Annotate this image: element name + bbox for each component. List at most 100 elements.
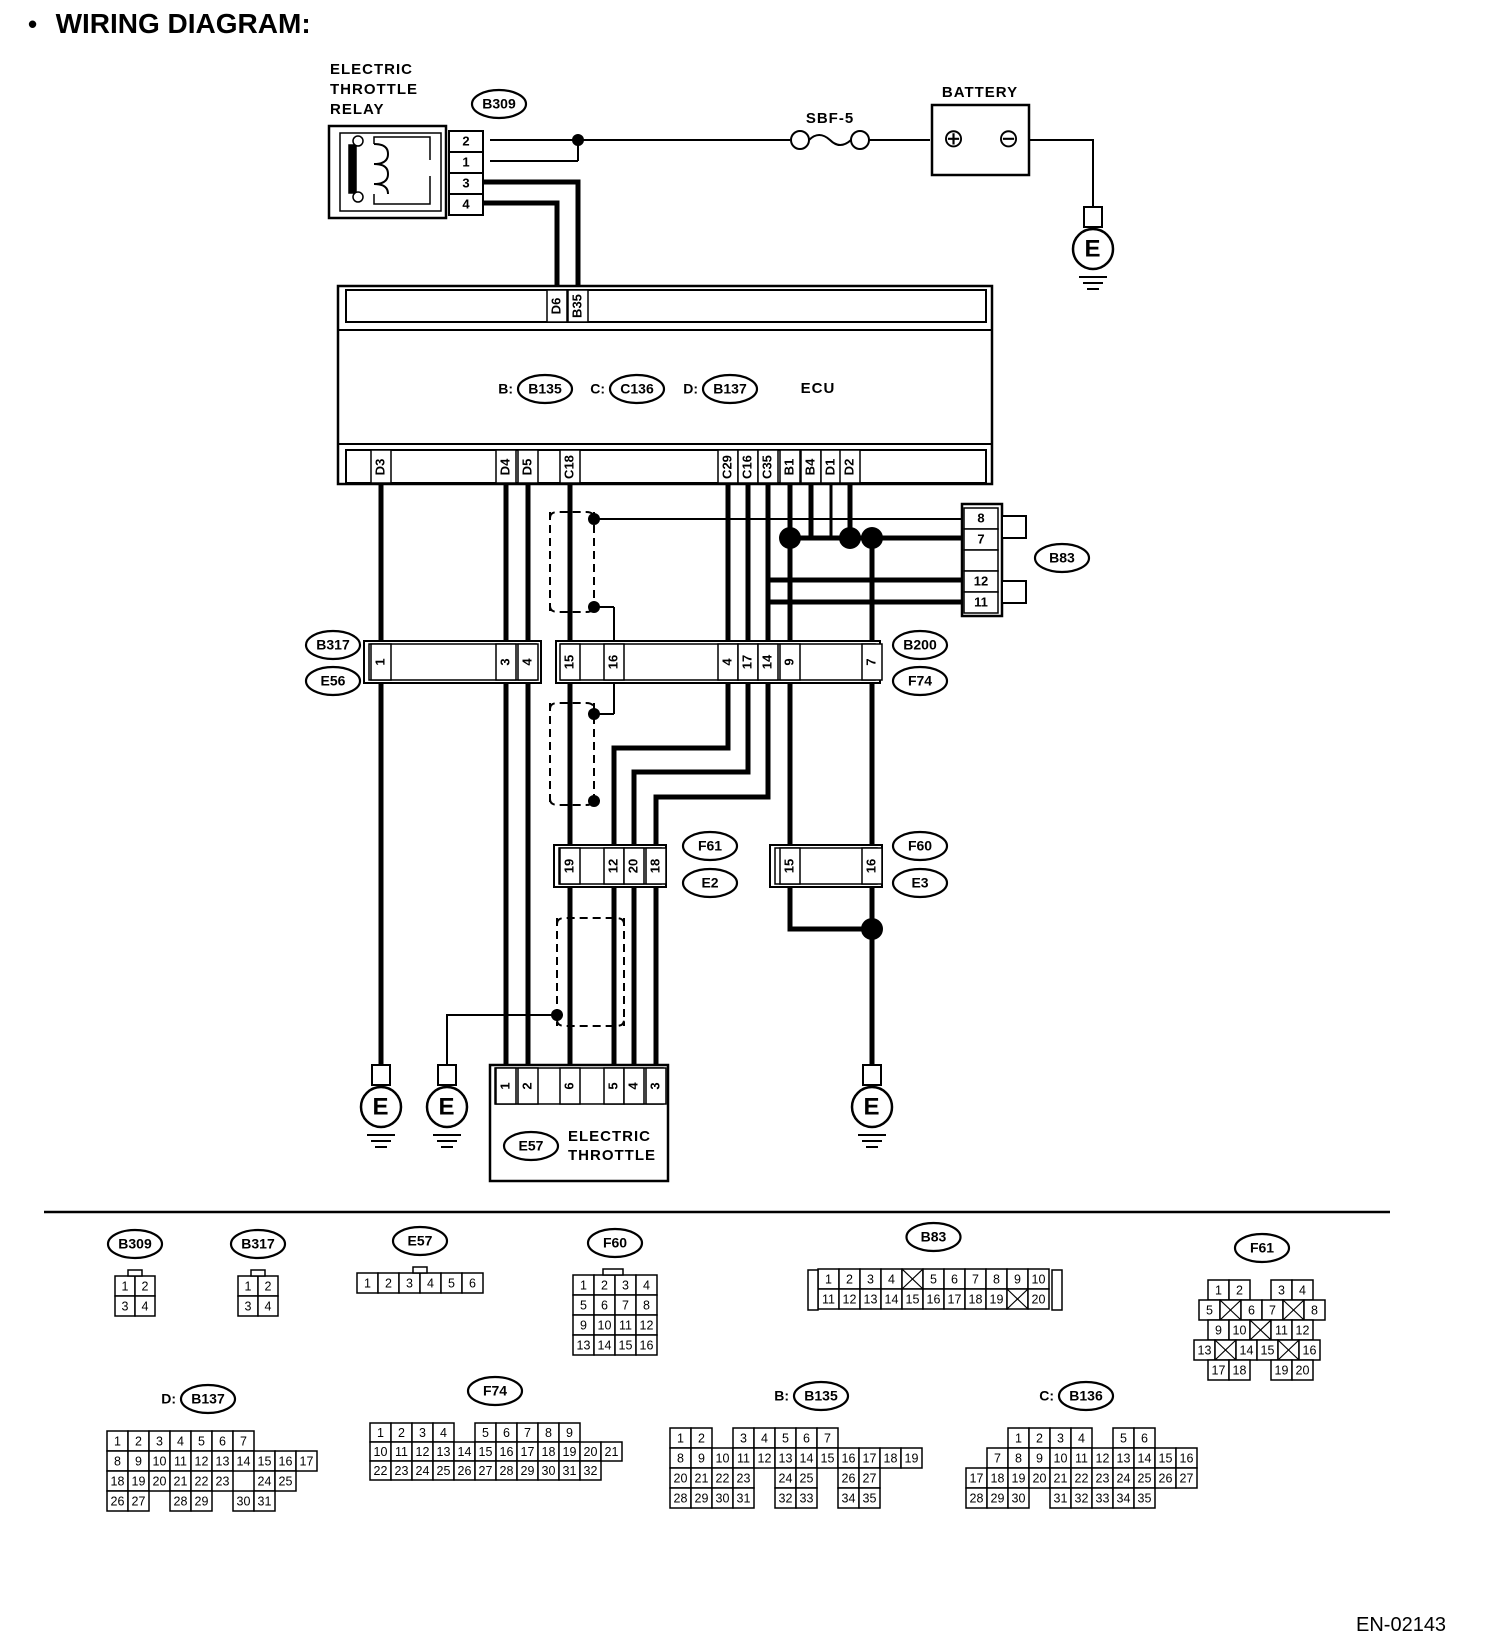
connector-pin-cell [559, 643, 581, 681]
view-pin-number: 13 [1198, 1343, 1212, 1357]
battery-minus-terminal: ⊖ [998, 123, 1021, 153]
connector-ref-b309: B309 [470, 88, 528, 120]
ecu-pin-cell [839, 449, 861, 484]
wire [631, 683, 751, 845]
connector-ref-e56: E56 [304, 665, 362, 697]
view-pin-number: 25 [437, 1464, 451, 1478]
relay-wire [373, 136, 431, 160]
connector-pin-number: 4 [519, 658, 534, 666]
connector-ref-b200: B200 [891, 629, 949, 661]
connector-ref-oval [1233, 1232, 1291, 1264]
ecu-label: ECU [801, 380, 836, 397]
ecu-pin-label: B1 [781, 459, 796, 476]
bullet: • [28, 9, 38, 39]
view-pin-number: 24 [779, 1471, 793, 1485]
connector-ref-oval [891, 665, 949, 697]
connector-ref-f61: F61 [681, 830, 739, 862]
ecu-pin-cell [517, 449, 539, 484]
throttle-pin-number: 2 [519, 1082, 534, 1089]
view-pin-number: 12 [640, 1318, 654, 1332]
relay-terminal [352, 135, 364, 147]
view-cell [900, 1447, 923, 1469]
connector-ref-text: F60 [603, 1235, 627, 1251]
view-pin-number: 28 [674, 1491, 688, 1505]
view-pin-number: 23 [737, 1471, 751, 1485]
view-pin-number: 35 [1138, 1491, 1152, 1505]
fuse-terminal [850, 130, 870, 150]
view-pin-number: 19 [132, 1474, 146, 1488]
view-pin-number: 15 [821, 1451, 835, 1465]
ecu-pin-label: D3 [372, 459, 387, 476]
view-pin-number: 20 [674, 1471, 688, 1485]
view-pin-number: 2 [601, 1278, 608, 1292]
view-pin-number: 31 [563, 1464, 577, 1478]
relay-label-line: RELAY [330, 101, 384, 118]
connector-ref-text: E2 [701, 875, 718, 891]
view-pin-number: 1 [377, 1426, 384, 1440]
view-pin-number: 30 [1012, 1491, 1026, 1505]
connector-pin-cell [779, 643, 801, 681]
view-cell [134, 1295, 156, 1317]
view-pin-number: 4 [643, 1278, 650, 1292]
view-pin-number: 4 [1299, 1283, 1306, 1297]
connector-ref-oval [905, 1221, 962, 1253]
view-pin-number: 18 [1233, 1363, 1247, 1377]
view-pin-number: 3 [122, 1299, 129, 1313]
connector-ref-oval [891, 629, 949, 661]
connector-ref-oval [304, 665, 362, 697]
connector-ref-text: F74 [908, 673, 932, 689]
view-pin-number: 16 [279, 1454, 293, 1468]
view-pin-number: 12 [195, 1454, 209, 1468]
view-pin-number: 31 [258, 1494, 272, 1508]
connector-pin-number: 18 [647, 859, 662, 873]
view-pin-number: 28 [500, 1464, 514, 1478]
connector-ref-oval [891, 830, 949, 862]
wire [484, 179, 581, 290]
view-pin-number: 6 [951, 1272, 958, 1286]
view-pin-number: 18 [884, 1451, 898, 1465]
ecu-pin-label: D5 [519, 459, 534, 476]
view-cell [732, 1487, 755, 1509]
view-pin-number: 22 [195, 1474, 209, 1488]
view-pin-number: 7 [972, 1272, 979, 1286]
wire [1010, 139, 1094, 207]
connector-pin-cell [645, 847, 667, 885]
view-pin-number: 11 [737, 1451, 750, 1465]
view-pin-number: 29 [521, 1464, 535, 1478]
connector-ref-text: B137 [713, 381, 747, 397]
view-cell [600, 1441, 623, 1462]
view-pin-number: 31 [1054, 1491, 1068, 1505]
connector-ref-f74: F74 [891, 665, 949, 697]
wires [378, 134, 1094, 1065]
view-cell [579, 1460, 602, 1481]
view-pin-number: 25 [279, 1474, 293, 1488]
view-pin-number: 5 [198, 1434, 205, 1448]
b83-view-latch [1051, 1269, 1063, 1311]
relay-label-line: THROTTLE [330, 81, 418, 98]
shield [549, 511, 595, 519]
view-pin-number: 27 [132, 1494, 146, 1508]
view-pin-number: 8 [677, 1451, 684, 1465]
ground-tab [1083, 206, 1103, 228]
connector-pin-number: 1 [372, 658, 387, 665]
ecu-pin-cell [757, 449, 779, 484]
view-pin-number: 10 [374, 1445, 388, 1459]
relay-pin-number: 3 [462, 175, 469, 190]
view-pin-number: 15 [1159, 1451, 1173, 1465]
view-pin-number: 1 [677, 1431, 684, 1445]
shield [549, 605, 595, 613]
view-pin-number: 4 [888, 1272, 895, 1286]
view-pin-number: 2 [265, 1279, 272, 1293]
connector-ref-oval [304, 629, 362, 661]
ecu-pin-cell [546, 289, 568, 323]
view-pin-number: 7 [994, 1451, 1001, 1465]
b83-pin-cell [963, 549, 999, 572]
battery: BATTERY⊕⊖E [930, 84, 1115, 290]
